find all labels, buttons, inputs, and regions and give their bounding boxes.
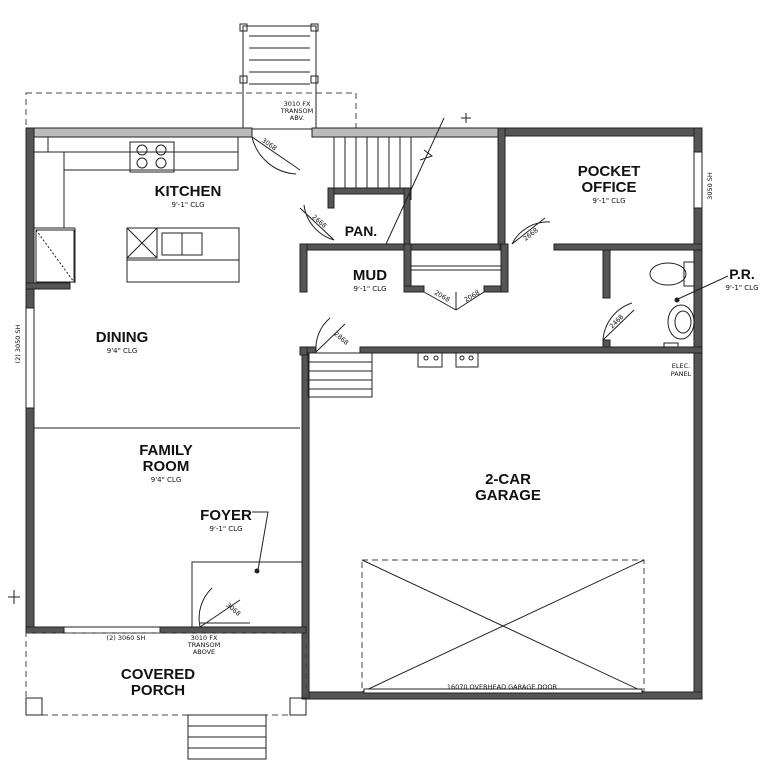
room-label-covered-porch-1: COVERED [121, 666, 195, 683]
interior-stair [333, 113, 471, 245]
garage-door-label: 16070 OVERHEAD GARAGE DOOR [447, 683, 558, 691]
door-label-office: 2668 [522, 226, 540, 242]
room-label-mud: MUD [353, 267, 387, 284]
covered-porch [8, 590, 307, 760]
door-label-pantry: 2668 [310, 213, 328, 230]
elec-panel-label: ELEC. [672, 362, 690, 370]
svg-text:TRANSOM: TRANSOM [280, 107, 313, 115]
door-label-mud-closet-right: 2068 [463, 289, 481, 304]
ceiling-foyer: 9'-1" CLG [209, 525, 242, 533]
room-label-powder-room: P.R. [729, 266, 754, 282]
door-labels: 3068 2668 2668 2068 2068 2468 2868 3068 [224, 136, 625, 618]
doors [198, 136, 635, 628]
interior-walls [25, 127, 703, 356]
room-label-pocket-office-1: POCKET [578, 163, 641, 180]
ceiling-pocket-office: 9'-1" CLG [592, 197, 625, 205]
window-label-office: 3050 SH [706, 172, 714, 200]
room-label-family-room-2: ROOM [143, 458, 190, 475]
transom-note-front: 3010 FX [191, 634, 218, 642]
foyer-boundary [191, 511, 302, 627]
room-label-kitchen: KITCHEN [155, 183, 222, 200]
room-label-garage-2: GARAGE [475, 487, 541, 504]
exterior-walls [25, 127, 703, 700]
room-label-foyer: FOYER [200, 507, 252, 524]
svg-text:PANEL: PANEL [671, 370, 692, 378]
door-label-garage-entry: 2868 [332, 330, 350, 347]
garage-items [307, 352, 645, 694]
ceiling-mud: 9'-1" CLG [353, 285, 386, 293]
room-label-dining: DINING [96, 329, 149, 346]
room-label-pocket-office-2: OFFICE [582, 179, 637, 196]
ceiling-powder-room: 9'-1" CLG [725, 284, 758, 292]
door-label-kitchen-rear: 3068 [260, 136, 278, 152]
window-label-front: (2) 3060 SH [107, 634, 146, 642]
powder-room-fixtures [649, 261, 695, 348]
ceiling-dining: 9'4" CLG [107, 347, 138, 355]
kitchen-counters [34, 137, 240, 283]
ceiling-family-room: 9'4" CLG [151, 476, 182, 484]
svg-text:ABOVE: ABOVE [193, 648, 215, 656]
svg-text:ABV.: ABV. [290, 114, 304, 122]
transom-note-top: 3010 FX [284, 100, 311, 108]
room-label-garage-1: 2-CAR [485, 471, 531, 488]
room-label-family-room-1: FAMILY [139, 442, 193, 459]
room-label-covered-porch-2: PORCH [131, 682, 185, 699]
ceiling-kitchen: 9'-1" CLG [171, 201, 204, 209]
room-label-pantry: PAN. [345, 223, 377, 239]
svg-text:TRANSOM: TRANSOM [187, 641, 220, 649]
door-label-front-entry: 3068 [224, 601, 242, 618]
window-label-dining: (2) 3050 SH [14, 324, 22, 363]
